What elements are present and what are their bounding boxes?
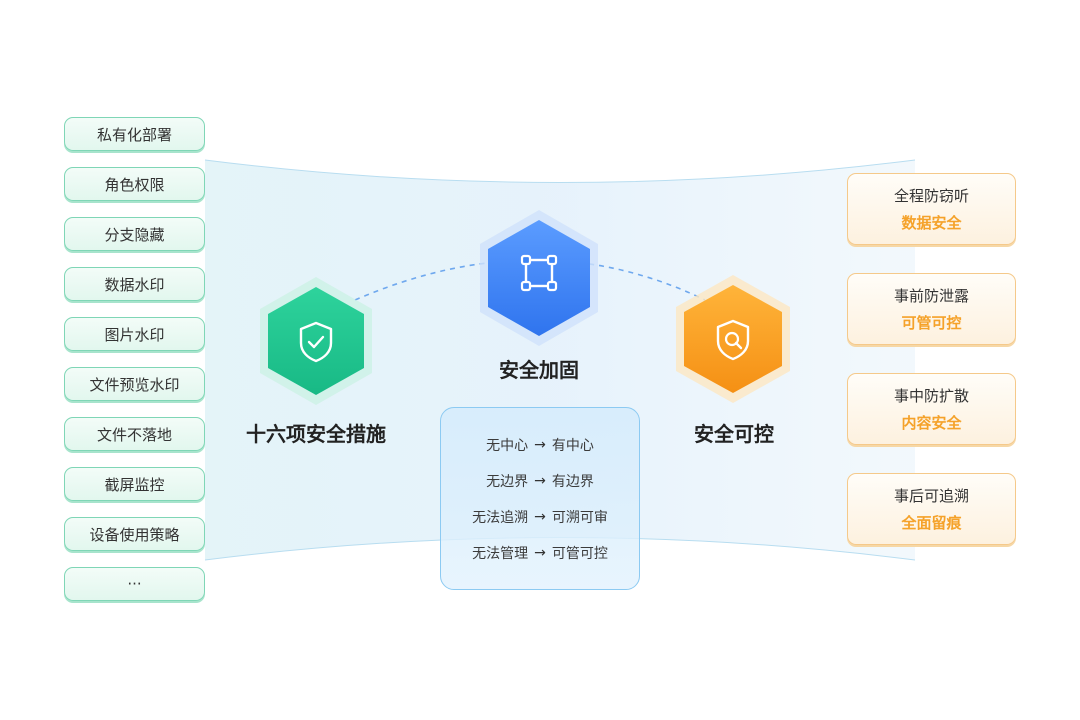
transform-row: 无法管理 → 可管可控 [472,543,608,563]
card-title: 全程防窃听 [893,187,969,205]
left-list-item: 图片水印 [64,317,205,351]
bounding-box-icon [520,254,558,292]
blue-hex [488,220,590,336]
row-from: 无边界 [486,473,529,490]
shield-search-icon [716,319,750,361]
arrow-right-icon: → [534,508,546,525]
card-highlight: 可管可控 [901,314,962,332]
row-to: 有中心 [551,437,594,454]
right-card: 事中防扩散 内容安全 [847,373,1016,445]
right-card: 全程防窃听 数据安全 [847,173,1016,245]
card-highlight: 全面留痕 [901,514,962,532]
right-card: 事前防泄露 可管可控 [847,273,1016,345]
left-list-item: 文件预览水印 [64,367,205,401]
band-top-edge [204,159,916,183]
node-label-right: 安全可控 [694,422,774,446]
transform-row: 无中心 → 有中心 [486,435,594,455]
left-list-item: 分支隐藏 [64,217,205,251]
connector-arc [354,259,706,301]
row-to: 有边界 [551,473,594,490]
arrow-right-icon: → [534,436,546,453]
transform-row: 无边界 → 有边界 [486,471,594,491]
green-hex [268,287,364,395]
left-list-item: 文件不落地 [64,417,205,451]
left-list-item: ··· [64,567,205,601]
left-list-item: 私有化部署 [64,117,205,151]
row-to: 可管可控 [551,545,608,562]
left-list-item: 截屏监控 [64,467,205,501]
card-highlight: 内容安全 [901,414,962,432]
card-highlight: 数据安全 [901,214,962,232]
card-title: 事中防扩散 [893,387,969,405]
left-list-item: 设备使用策略 [64,517,205,551]
right-card: 事后可追溯 全面留痕 [847,473,1016,545]
card-title: 事后可追溯 [893,487,969,505]
row-from: 无法追溯 [472,509,529,526]
row-from: 无法管理 [472,545,529,562]
left-list-item: 数据水印 [64,267,205,301]
transform-box: 无中心 → 有中心 无边界 → 有边界 无法追溯 → 可溯可审 无法管理 → 可… [440,407,640,590]
node-label-center: 安全加固 [499,358,579,382]
transform-row: 无法追溯 → 可溯可审 [472,507,608,527]
row-to: 可溯可审 [551,509,608,526]
arrow-right-icon: → [534,472,546,489]
node-label-left: 十六项安全措施 [246,422,386,446]
arrow-right-icon: → [534,544,546,561]
row-from: 无中心 [486,437,529,454]
orange-hex [684,285,782,393]
card-title: 事前防泄露 [893,287,969,305]
left-list-item: 角色权限 [64,167,205,201]
background-band [205,160,915,560]
shield-check-icon [299,321,333,363]
